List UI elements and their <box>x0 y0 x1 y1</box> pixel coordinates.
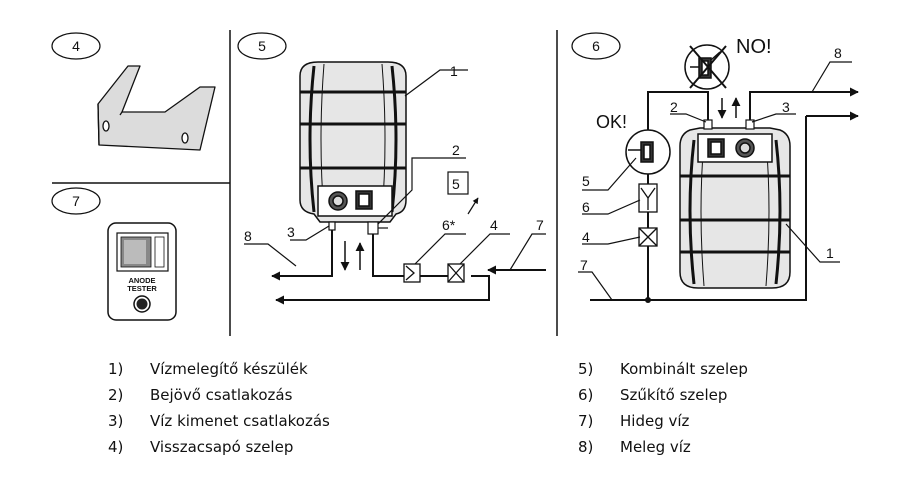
panel-4: 4 <box>51 32 216 151</box>
callout-6-6: 6 <box>582 199 590 215</box>
callout-3: 3 <box>287 224 295 240</box>
callout-6-7: 7 <box>580 257 588 273</box>
leaders-panel-6 <box>578 61 852 301</box>
no-valve-symbol <box>684 44 730 90</box>
panel-label-7: 7 <box>72 193 80 209</box>
water-heater-tank-inverted <box>679 127 791 289</box>
callout-7: 7 <box>536 217 544 233</box>
panel-dividers <box>52 30 558 336</box>
panel-label-6: 6 <box>592 38 600 54</box>
pipes-panel-6 <box>590 87 859 301</box>
panel-5: 5 <box>237 32 546 305</box>
legend-item: 8)Meleg víz <box>578 438 691 456</box>
pressure-reducing-valve <box>403 263 421 283</box>
legend-item: 4)Visszacsapó szelep <box>108 438 294 456</box>
legend-item: 5)Kombinált szelep <box>578 360 748 378</box>
panel-7: 7 ANODE TESTER <box>51 187 177 321</box>
callout-8: 8 <box>244 228 252 244</box>
callout-1: 1 <box>450 63 458 79</box>
legend-right: 5)Kombinált szelep 6)Szűkítő szelep 7)Hi… <box>578 356 748 460</box>
no-label: NO! <box>736 36 772 58</box>
callout-6-8: 8 <box>834 45 842 61</box>
legend-item: 6)Szűkítő szelep <box>578 386 728 404</box>
ok-valve-symbol <box>625 129 671 175</box>
check-valve-6 <box>638 227 658 247</box>
anode-tester-label-1: ANODE <box>128 276 155 285</box>
callout-2: 2 <box>452 142 460 158</box>
restrictor-valve <box>638 183 658 213</box>
anode-tester-label-2: TESTER <box>127 284 157 293</box>
water-heater-tank <box>299 61 407 223</box>
legend-item: 3)Víz kimenet csatlakozás <box>108 412 330 430</box>
check-valve <box>447 263 465 283</box>
callout-5: 5 <box>452 176 460 192</box>
legend-item: 1)Vízmelegítő készülék <box>108 360 308 378</box>
panel-6: 6 NO! OK! <box>571 32 859 303</box>
callout-6-2: 2 <box>670 99 678 115</box>
legend-item: 7)Hideg víz <box>578 412 690 430</box>
callout-6: 6* <box>442 217 456 233</box>
panel-label-5: 5 <box>258 38 266 54</box>
callout-6-3: 3 <box>782 99 790 115</box>
callout-6-5: 5 <box>582 173 590 189</box>
callout-6-1: 1 <box>826 245 834 261</box>
panel-label-4: 4 <box>72 38 80 54</box>
callout-4: 4 <box>490 217 498 233</box>
pipes-panel-5 <box>271 230 546 305</box>
callout-6-4: 4 <box>582 229 590 245</box>
ok-label: OK! <box>596 112 627 132</box>
legend-left: 1)Vízmelegítő készülék 2)Bejövő csatlako… <box>108 356 330 460</box>
leaders-panel-5 <box>244 69 546 271</box>
legend-item: 2)Bejövő csatlakozás <box>108 386 293 404</box>
mounting-bracket <box>97 65 216 151</box>
